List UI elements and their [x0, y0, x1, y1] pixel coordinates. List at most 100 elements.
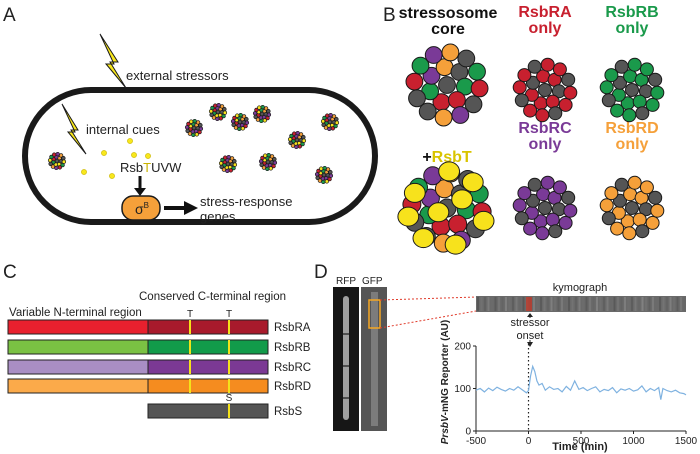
subunit [198, 126, 204, 131]
subunit [610, 221, 625, 236]
rsbt-subunit [397, 206, 420, 227]
subunit [209, 112, 214, 117]
subunit [194, 132, 199, 137]
subunit [639, 180, 654, 195]
protein-label: RsbRB [274, 342, 311, 354]
cterm-domain [147, 359, 269, 375]
sigma-label: σB [135, 201, 149, 217]
subunit [548, 224, 563, 239]
subunit [272, 160, 278, 165]
stressosome-rsbrc-only [512, 175, 578, 241]
subunit [297, 144, 302, 149]
rfp-label: RFP [336, 276, 356, 287]
sigma-b-node [121, 195, 161, 221]
subunit [269, 154, 275, 159]
subunit [244, 120, 250, 125]
subunit [411, 56, 430, 75]
subunit [535, 108, 550, 123]
panel-b-letter: B [383, 5, 396, 26]
stressosome-small [252, 104, 272, 124]
rsbt-subunit [412, 228, 435, 249]
rsbt-subunit [444, 234, 467, 255]
subunit [604, 186, 619, 201]
subunit [512, 80, 527, 95]
x-tick-label: 0 [526, 436, 532, 447]
gfp-roi-box [368, 299, 381, 329]
subunit [632, 94, 647, 109]
subunit [57, 165, 62, 170]
subunit [253, 114, 258, 119]
subunit [262, 118, 267, 123]
subunit [625, 83, 639, 97]
subunit [632, 212, 647, 227]
subunit [635, 106, 650, 121]
subunit [563, 203, 578, 218]
reporter-series-line [475, 364, 687, 400]
subunit [213, 103, 218, 108]
stressosome-core-with-rsbt-diagram [397, 161, 495, 255]
y-tick-label: 100 [454, 384, 471, 395]
x-tick-label: -500 [466, 436, 486, 447]
protein-label: RsbRA [274, 322, 311, 334]
subunit [548, 106, 563, 121]
kymograph-image [476, 296, 686, 312]
subunit [540, 175, 555, 190]
subunit [457, 49, 476, 68]
variant-subtitle: only [616, 136, 649, 153]
subunit [232, 162, 238, 167]
site-t-label: T [187, 309, 193, 320]
stressor-onset-label-2: onset [517, 330, 544, 342]
subunit [325, 167, 331, 172]
subunit [552, 62, 567, 77]
subunit [61, 156, 66, 161]
subunit [219, 104, 225, 109]
variant-subtitle: only [529, 20, 562, 37]
nterm-label: Variable N-terminal region [9, 307, 142, 319]
subunit [240, 126, 245, 131]
subunit [263, 153, 268, 158]
subunit [315, 175, 320, 180]
rsbt-subunit [472, 210, 495, 231]
subunit [222, 110, 228, 115]
subunit [319, 166, 324, 171]
subunit [561, 190, 576, 205]
subunit [545, 94, 560, 109]
rsbt-subunit [451, 189, 474, 210]
cterm-domain [147, 319, 269, 335]
cterm-domain [147, 378, 269, 394]
stressor-onset-label-1: stressor [510, 317, 549, 329]
subunit [289, 133, 294, 139]
stressosome-small [314, 165, 334, 185]
subunit [324, 179, 329, 184]
rsbt-subunit [438, 161, 461, 182]
subunit [517, 68, 532, 83]
gfp-label: GFP [362, 276, 383, 287]
response-label-1: stress-response [200, 194, 292, 209]
subunit [301, 135, 306, 140]
nterm-domain [7, 378, 149, 394]
subunit [545, 212, 560, 227]
stressosome-rsbrd-only [599, 175, 665, 241]
internal-cues-label: internal cues [86, 122, 160, 137]
subunit [261, 165, 267, 170]
site-s-label: S [226, 393, 233, 404]
response-label-2: genes [200, 209, 236, 224]
subunit [292, 131, 297, 136]
subunit [328, 173, 334, 178]
subunit [601, 93, 616, 108]
subunit [48, 161, 53, 166]
subunit [241, 114, 247, 119]
subunit [523, 221, 538, 236]
subunit [255, 117, 261, 122]
subunit [244, 117, 249, 122]
variant-title: RsbRB [605, 4, 658, 21]
subunit [259, 162, 264, 167]
chart-ylabel: PrsbV-mNG Reporter (AU) [440, 320, 451, 444]
subunit [648, 72, 663, 87]
subunit [266, 109, 271, 114]
subunit [527, 59, 542, 74]
subunit [622, 108, 637, 123]
external-lightning-icon [99, 33, 127, 89]
subunit [622, 226, 637, 241]
